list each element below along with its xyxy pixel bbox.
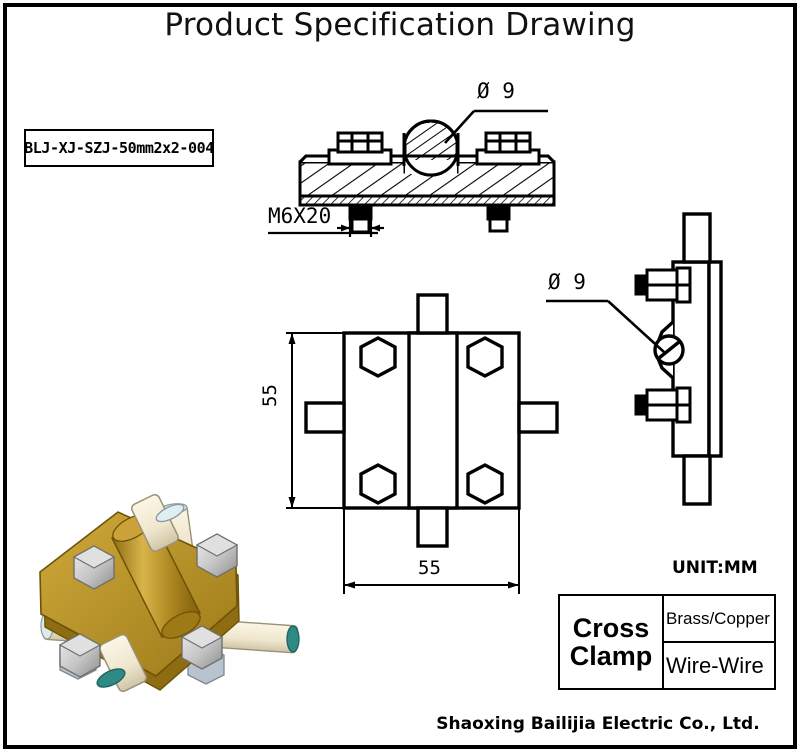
side-view-diameter-leader bbox=[546, 299, 665, 353]
side-view-nut-upper bbox=[634, 266, 692, 304]
render-bolt-top-right bbox=[195, 533, 239, 578]
plan-view-hex-bolts bbox=[359, 336, 504, 505]
front-view-nut-right bbox=[484, 131, 532, 154]
plan-view-vertical-dimension bbox=[286, 332, 344, 509]
title-block-application-cell: Wire-Wire bbox=[664, 643, 774, 688]
side-view-diameter-label: Ø 9 bbox=[548, 270, 586, 294]
title-block-material-cell: Brass/Copper bbox=[664, 596, 774, 643]
front-view-bolt-left bbox=[348, 203, 373, 234]
front-view-diameter-leader bbox=[444, 109, 548, 144]
page-title: Product Specification Drawing bbox=[164, 7, 636, 43]
title-block-details: Brass/Copper Wire-Wire bbox=[664, 596, 774, 688]
render-bolt-top-left bbox=[72, 545, 116, 590]
plan-view-height-dimension: 55 bbox=[259, 384, 281, 407]
model-number-box: BLJ-XJ-SZJ-50mm2x2-004 bbox=[24, 129, 214, 167]
render-bolt-bottom-right bbox=[180, 625, 224, 670]
title-block: Cross Clamp Brass/Copper Wire-Wire bbox=[558, 594, 776, 690]
bolt-spec-label: M6X20 bbox=[268, 204, 332, 228]
company-name: Shaoxing Bailijia Electric Co., Ltd. bbox=[436, 714, 760, 734]
render-wire-front-bottom bbox=[96, 633, 147, 693]
hex-bolt-bottom-right bbox=[466, 463, 504, 505]
plan-view-width-dimension: 55 bbox=[418, 557, 441, 579]
product-name-line-1: Cross bbox=[572, 612, 650, 643]
front-view-diameter-label: Ø 9 bbox=[477, 79, 515, 103]
hex-bolt-top-left bbox=[359, 336, 397, 378]
plan-view-horizontal-dimension bbox=[343, 508, 520, 594]
title-block-product-name: Cross Clamp bbox=[560, 596, 664, 688]
hex-bolt-bottom-left bbox=[359, 463, 397, 505]
front-view-nut-left bbox=[336, 131, 384, 154]
material-text: Brass/Copper bbox=[666, 608, 770, 628]
render-wire-front-top bbox=[131, 493, 185, 553]
side-view-nut-lower bbox=[634, 386, 692, 424]
front-view-bolt-right bbox=[486, 203, 511, 233]
render-bolt-bottom-left bbox=[58, 633, 102, 678]
product-3d-render bbox=[39, 493, 300, 693]
application-text: Wire-Wire bbox=[666, 652, 764, 678]
front-view-wire-section bbox=[402, 119, 460, 177]
product-name-line-2: Clamp bbox=[569, 641, 653, 671]
side-view-wire-seat bbox=[653, 320, 685, 380]
model-number-text: BLJ-XJ-SZJ-50mm2x2-004 bbox=[24, 139, 214, 157]
hex-bolt-top-right bbox=[466, 336, 504, 378]
unit-label: UNIT:MM bbox=[672, 558, 758, 578]
side-view-geometry bbox=[671, 212, 723, 506]
front-view-bolt-dimension bbox=[268, 219, 384, 237]
